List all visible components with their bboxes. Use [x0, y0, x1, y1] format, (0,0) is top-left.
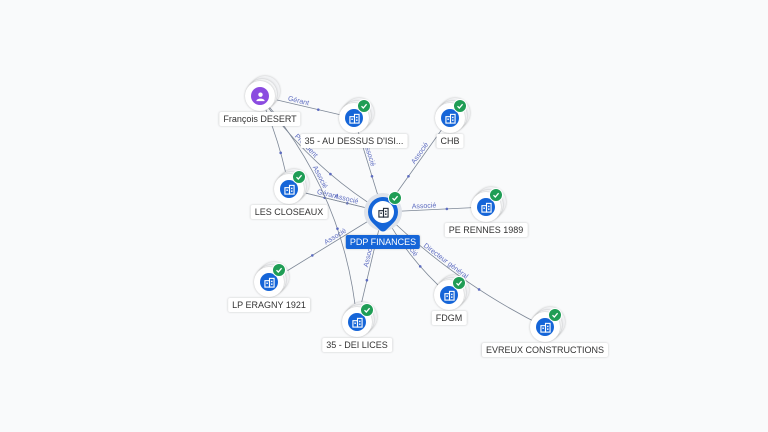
node-closeaux[interactable] — [274, 169, 309, 204]
edge-arrow-marker — [370, 174, 374, 178]
node-evreux[interactable] — [530, 307, 565, 342]
edge-label: Associé — [410, 141, 430, 165]
edge-label: Gérant — [287, 96, 309, 108]
verified-check-icon — [357, 99, 371, 113]
verified-check-icon — [453, 99, 467, 113]
node-lperagny[interactable] — [254, 262, 289, 297]
node-label[interactable]: PE RENNES 1989 — [444, 223, 528, 237]
edge-arrow-marker — [365, 278, 369, 282]
edge-label: Associé — [311, 165, 328, 190]
building-icon — [280, 180, 298, 198]
node-label[interactable]: 35 - DEI LICES — [322, 338, 392, 352]
node-label[interactable]: LES CLOSEAUX — [250, 205, 328, 219]
node-perennes[interactable] — [471, 187, 506, 222]
node-desert[interactable] — [245, 76, 280, 111]
verified-check-icon — [548, 308, 562, 322]
edge-arrow-marker — [418, 265, 422, 268]
node-audessus[interactable] — [339, 98, 374, 133]
node-label[interactable]: 35 - AU DESSUS D'ISI... — [300, 134, 408, 148]
building-icon — [345, 109, 363, 127]
edge-arrow-marker — [477, 288, 481, 291]
node-label[interactable]: LP ERAGNY 1921 — [228, 298, 310, 312]
verified-check-icon — [360, 303, 374, 317]
node-label[interactable]: CHB — [436, 134, 464, 148]
verified-check-icon — [452, 276, 466, 290]
verified-check-icon — [292, 170, 306, 184]
building-icon — [477, 198, 495, 216]
building-icon — [260, 273, 278, 291]
verified-check-icon — [489, 188, 503, 202]
node-label[interactable]: EVREUX CONSTRUCTIONS — [481, 343, 609, 357]
center-node-label[interactable]: PDP FINANCES — [345, 235, 421, 249]
node-chb[interactable] — [435, 98, 470, 133]
node-label[interactable]: François DESERT — [219, 112, 301, 126]
building-icon — [441, 109, 459, 127]
edge-arrow-marker — [407, 174, 410, 178]
verified-check-icon — [272, 263, 286, 277]
person-icon — [251, 87, 269, 105]
edge-arrow-marker — [336, 227, 339, 230]
edge-arrow-marker — [311, 254, 314, 257]
node-center[interactable] — [361, 190, 405, 234]
node-fdgm[interactable] — [434, 275, 469, 310]
node-delices[interactable] — [342, 302, 377, 337]
building-icon — [440, 286, 458, 304]
verified-check-icon — [388, 191, 402, 205]
edge-label: Directeur général — [422, 242, 469, 280]
edge-arrow-marker — [316, 108, 320, 111]
edge-label: Gérant — [316, 189, 339, 201]
building-icon — [372, 201, 394, 223]
edge-arrow-marker — [445, 207, 449, 211]
edge-arrow-marker — [329, 172, 332, 176]
building-icon — [536, 318, 554, 336]
edge-label: Associé — [323, 228, 348, 247]
edge-label: Associé — [412, 202, 437, 210]
node-label[interactable]: FDGM — [431, 311, 467, 325]
building-icon — [348, 313, 366, 331]
edge-arrow-marker — [279, 151, 282, 155]
